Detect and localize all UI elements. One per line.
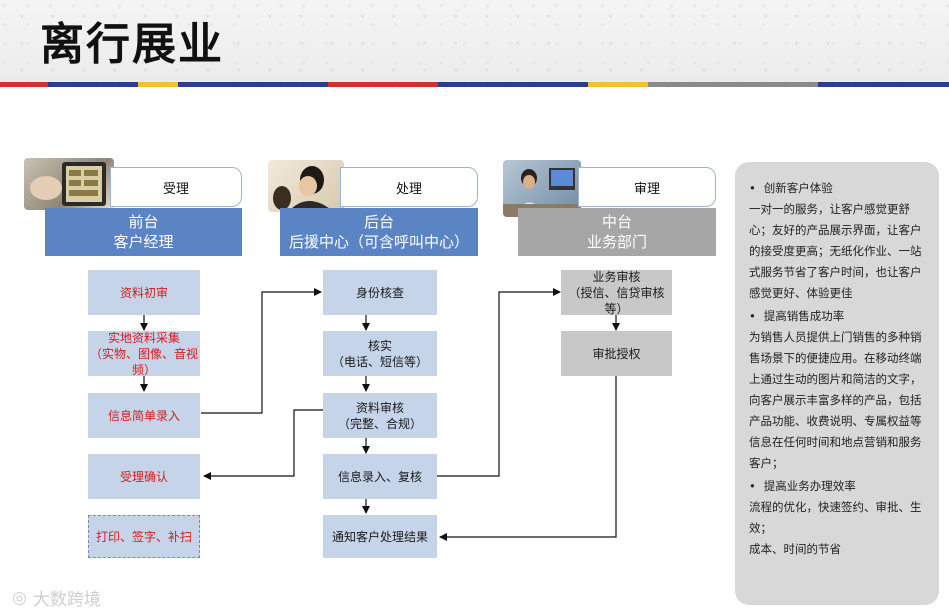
stripe-segment [328,82,438,87]
step-entry-recheck: 信息录入、复核 [323,454,437,499]
stripe-segment [138,82,178,87]
stripe-segment [0,82,48,87]
step-notify-customer: 通知客户处理结果 [323,515,437,558]
benefit-heading-sales: 提高销售成功率 [749,306,929,327]
tablet-photo-image [30,162,106,206]
step-simple-entry: 信息简单录入 [88,393,200,438]
tab-process-label: 处理 [395,181,422,197]
tab-accept: 受理 [110,167,242,207]
step-entry-recheck-label: 信息录入、复核 [337,469,422,484]
benefits-panel: 创新客户体验 一对一的服务，让客户感觉更舒心；友好的产品展示界面，让客户的接受度… [735,162,939,605]
call-center-photo [268,160,344,212]
stripe-segment [648,82,818,87]
tab-review: 审理 [578,167,716,207]
step-onsite-collection: 实地资料采集 （实物、图像、音视频） [88,330,200,377]
band-back-title: 后台 [363,213,394,231]
step-simple-entry-label: 信息简单录入 [107,408,180,423]
band-mid-title: 中台 [601,213,632,231]
stripe-segment [48,82,138,87]
step-document-audit-detail: （完整、合规） [337,416,422,431]
step-onsite-collection-label: 实地资料采集 [107,330,180,345]
step-onsite-collection-detail: （实物、图像、音视频） [89,346,198,377]
color-stripe [0,82,949,87]
step-identity-check: 身份核查 [323,270,437,315]
step-business-review: 业务审核 （授信、信贷审核等） [561,269,672,316]
benefit-text-efficiency: 流程的优化，快速签约、审批、生效； [749,500,922,535]
step-verify-detail: （电话、短信等） [331,354,428,369]
tab-accept-label: 受理 [162,181,189,197]
step-verify: 核实 （电话、短信等） [323,331,437,376]
band-back-office: 后台 后援中心（可含呼叫中心） [280,208,478,256]
band-back-subtitle: 后援中心（可含呼叫中心） [288,233,469,251]
benefit-text-experience: 一对一的服务，让客户感觉更舒心；友好的产品展示界面，让客户的接受度更高；无纸化作… [749,202,922,300]
stripe-segment [588,82,648,87]
page-title: 离行展业 [40,19,224,70]
office-photo [503,160,581,217]
step-identity-check-label: 身份核查 [355,285,404,300]
step-initial-review-label: 资料初审 [119,285,168,300]
step-business-review-detail: （授信、信贷审核等） [568,285,665,316]
watermark-text: 大数跨境 [32,590,101,610]
tablet-photo [24,158,114,210]
band-front-subtitle: 客户经理 [113,233,174,251]
step-approval: 审批授权 [561,331,672,376]
step-initial-review: 资料初审 [88,270,200,315]
watermark-logo-icon: ◎ [12,587,27,608]
band-front-title: 前台 [128,213,159,231]
stripe-segment [818,82,949,87]
tab-process: 处理 [340,167,478,207]
benefit-text-sales: 为销售人员提供上门销售的多种销售场景下的便捷应用。在移动终端上通过生动的图片和简… [749,330,922,470]
step-approval-label: 审批授权 [592,346,641,361]
band-mid-subtitle: 业务部门 [586,233,647,251]
step-document-audit-label: 资料审核 [355,400,404,415]
benefit-heading-efficiency: 提高业务办理效率 [749,476,929,497]
step-business-review-label: 业务审核 [592,269,641,284]
stripe-segment [178,82,328,87]
tab-review-label: 审理 [633,181,660,197]
step-accept-confirm: 受理确认 [88,454,200,499]
step-print-sign: 打印、签字、补扫 [88,515,200,558]
band-middle-office: 中台 业务部门 [518,208,716,256]
watermark: ◎ 大数跨境 [12,585,101,611]
step-print-sign-label: 打印、签字、补扫 [95,529,192,544]
benefit-heading-experience: 创新客户体验 [749,178,929,199]
step-accept-confirm-label: 受理确认 [119,469,168,484]
band-front-office: 前台 客户经理 [45,208,242,256]
stripe-segment [438,82,588,87]
benefit-text-cost: 成本、时间的节省 [749,542,841,556]
step-verify-label: 核实 [367,338,392,353]
step-document-audit: 资料审核 （完整、合规） [323,393,437,438]
header-banner: 离行展业 [0,0,949,82]
step-notify-customer-label: 通知客户处理结果 [331,529,428,544]
